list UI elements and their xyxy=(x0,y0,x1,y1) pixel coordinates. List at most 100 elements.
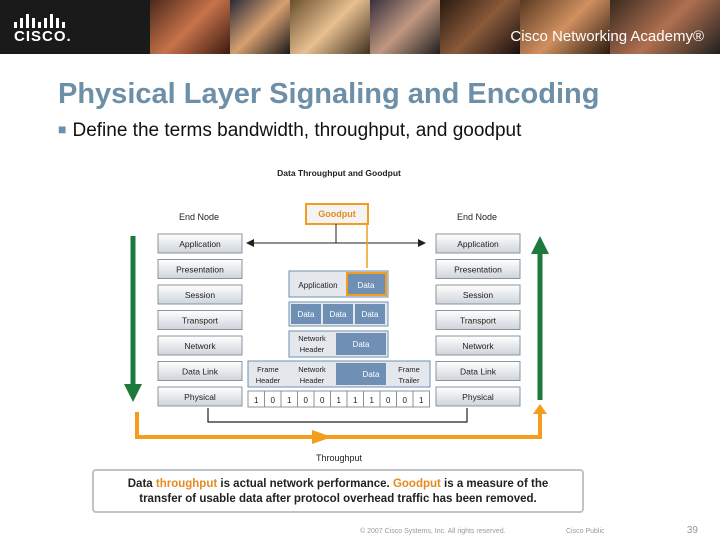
pdu-transport-data-label: Data xyxy=(298,310,315,319)
left-layer-presentation xyxy=(157,259,243,279)
banner-photo xyxy=(230,0,290,54)
footer-classification: Cisco Public xyxy=(566,528,605,535)
bit-value: 0 xyxy=(403,396,408,405)
diagram-title: Data Throughput and Goodput xyxy=(277,168,401,178)
right-layer-transport xyxy=(435,310,521,330)
caption-text: Data xyxy=(127,478,156,490)
bullet-item: ■ Define the terms bandwidth, throughput,… xyxy=(58,120,521,142)
pdu-transport-data-label: Data xyxy=(362,310,379,319)
right-layer-label: Data Link xyxy=(460,367,497,377)
right-layer-application xyxy=(435,233,521,254)
throughput-end-arrow-icon xyxy=(533,404,547,414)
caption-box: Data throughput is actual network perfor… xyxy=(92,469,584,513)
left-layer-network xyxy=(157,335,243,356)
pdu-network-data xyxy=(336,333,386,355)
bit-value: 1 xyxy=(287,396,292,405)
pdu-frame-data-label: Data xyxy=(363,370,380,379)
right-layer-presentation xyxy=(435,259,521,279)
right-layer-physical xyxy=(435,386,521,407)
banner-photo xyxy=(370,0,440,54)
right-layer-label: Physical xyxy=(462,392,494,402)
right-layer-label: Presentation xyxy=(454,265,502,275)
cisco-logo: CISCO. xyxy=(10,6,72,48)
bullet-text: Define the terms bandwidth, throughput, … xyxy=(72,120,522,141)
goodput-label: Goodput xyxy=(318,209,356,219)
caption-keyword-goodput: Goodput xyxy=(392,478,441,490)
left-layer-label: Application xyxy=(179,239,221,249)
up-arrow-icon xyxy=(531,236,549,254)
bit-value: 0 xyxy=(271,396,276,405)
bit-cell xyxy=(412,390,430,408)
end-node-right-label: End Node xyxy=(457,212,497,222)
physical-link xyxy=(207,408,468,423)
bit-value: 1 xyxy=(353,396,358,405)
header-banner: CISCO. Cisco Networking Academy® xyxy=(0,0,720,54)
slide-title: Physical Layer Signaling and Encoding xyxy=(58,78,600,110)
left-layer-transport xyxy=(157,310,243,330)
pdu-transport-data-label: Data xyxy=(330,310,347,319)
right-layer-data-link xyxy=(435,361,521,381)
footer-copyright: © 2007 Cisco Systems, Inc. All rights re… xyxy=(360,528,506,535)
banner-photo xyxy=(150,0,230,54)
network-header-line2: Header xyxy=(300,345,325,354)
logo-text: CISCO. xyxy=(14,28,72,45)
pdu-transport-data-segment xyxy=(355,304,385,324)
pdu-network-data-label: Data xyxy=(353,340,370,349)
page-number: 39 xyxy=(686,525,698,536)
frame-network-header-line2: Header xyxy=(300,376,325,385)
bit-value: 1 xyxy=(419,396,424,405)
right-layer-label: Transport xyxy=(460,316,497,326)
left-layer-label: Transport xyxy=(182,316,219,326)
bit-value: 0 xyxy=(304,396,309,405)
frame-header-line2: Header xyxy=(256,376,281,385)
pdu-application-label: Application xyxy=(298,281,337,290)
throughput-path xyxy=(135,412,542,439)
goodput-box xyxy=(305,203,369,225)
left-layer-label: Data Link xyxy=(182,367,219,377)
end-node-left-label: End Node xyxy=(179,212,219,222)
banner-photo xyxy=(520,0,610,54)
left-layer-application xyxy=(157,233,243,254)
caption-line2: transfer of usable data after protocol o… xyxy=(139,493,537,505)
frame-network-header-line1: Network xyxy=(298,365,326,374)
left-osi-stack: ApplicationPresentationSessionTransportN… xyxy=(157,233,243,407)
left-layer-label: Session xyxy=(185,290,216,300)
banner-photo xyxy=(290,0,370,54)
right-layer-session xyxy=(435,284,521,305)
down-arrow-icon xyxy=(124,384,142,402)
banner-photo xyxy=(440,0,520,54)
bit-value: 1 xyxy=(370,396,375,405)
pdu-app-data-label: Data xyxy=(358,281,375,290)
banner-photo xyxy=(610,0,720,54)
pdu-transport-data-segment xyxy=(291,304,321,324)
left-layer-label: Presentation xyxy=(176,265,224,275)
right-osi-stack: ApplicationPresentationSessionTransportN… xyxy=(435,233,521,407)
bit-stream: 1 0 1 0 0 1 1 1 0 0 1 xyxy=(247,390,430,408)
bit-value: 1 xyxy=(337,396,342,405)
frame-header-line1: Frame xyxy=(257,365,279,374)
bit-value: 1 xyxy=(254,396,259,405)
caption-text: is a measure of the xyxy=(440,478,549,490)
pdu-frame-data xyxy=(336,363,386,385)
frame-trailer-line2: Trailer xyxy=(399,376,420,385)
caption-keyword-throughput: throughput xyxy=(155,478,218,490)
left-layer-physical xyxy=(157,386,243,407)
cisco-bridge-icon xyxy=(14,10,68,28)
right-layer-network xyxy=(435,335,521,356)
caption-text: is actual network performance. xyxy=(217,478,393,490)
right-layer-label: Network xyxy=(462,341,494,351)
left-layer-label: Network xyxy=(184,341,216,351)
left-layer-label: Physical xyxy=(184,392,216,402)
bit-value: 0 xyxy=(386,396,391,405)
throughput-label: Throughput xyxy=(316,453,363,463)
throughput-mid-arrow-icon xyxy=(312,430,332,444)
bit-value: 0 xyxy=(320,396,325,405)
left-layer-session xyxy=(157,284,243,305)
bullet-square-icon: ■ xyxy=(58,121,67,137)
pdu-transport-data-segment xyxy=(323,304,353,324)
right-layer-label: Application xyxy=(457,239,499,249)
frame-trailer-line1: Frame xyxy=(398,365,420,374)
left-layer-data-link xyxy=(157,361,243,381)
academy-label: Cisco Networking Academy® xyxy=(510,28,704,45)
